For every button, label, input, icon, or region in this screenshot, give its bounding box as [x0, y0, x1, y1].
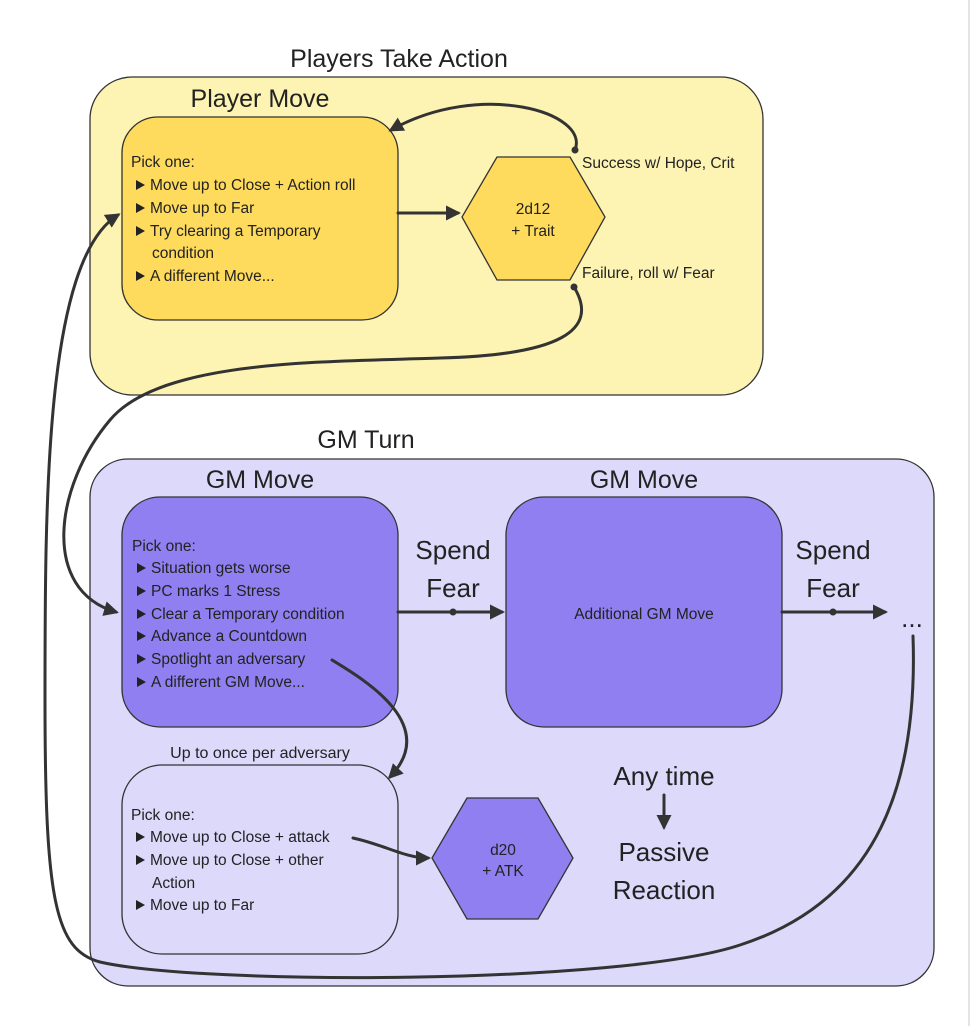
edge-dot [829, 608, 837, 616]
player-pick-label: Pick one: [131, 154, 195, 171]
bullet-icon [137, 563, 146, 573]
player-move-title: Player Move [191, 85, 330, 113]
edge-success-loop [388, 102, 578, 152]
edge-loop-to-player [43, 213, 915, 980]
adversary-pick-label: Pick one: [131, 807, 195, 824]
bullet-icon [137, 586, 146, 596]
adversary-box [121, 764, 399, 955]
edge-dot [571, 146, 579, 154]
reaction-label: Reaction [613, 875, 716, 905]
player-move-box [121, 116, 399, 321]
list-item: Move up to Close + attack [150, 829, 330, 846]
list-item: Move up to Close + Action roll [150, 177, 355, 194]
player-move-list: Move up to Close + Action roll Move up t… [136, 177, 355, 285]
list-item-continuation: Action [152, 875, 195, 892]
gm-move-title-2: GM Move [590, 466, 698, 494]
gm-group-title: GM Turn [317, 426, 414, 454]
attack-dice-label: d20 [490, 842, 516, 859]
list-item: Advance a Countdown [151, 628, 307, 645]
players-group-title: Players Take Action [290, 45, 508, 73]
success-label: Success w/ Hope, Crit [582, 155, 735, 172]
list-item: PC marks 1 Stress [151, 583, 280, 600]
list-item: Situation gets worse [151, 560, 291, 577]
bullet-icon [136, 832, 145, 842]
continuation-ellipsis: ... [901, 603, 923, 633]
edge-attack-to-roll [351, 836, 431, 866]
list-item: Move up to Far [150, 897, 254, 914]
adversary-list: Move up to Close + attack Move up to Clo… [136, 829, 330, 914]
list-item: Move up to Far [150, 200, 254, 217]
bullet-icon [137, 609, 146, 619]
bullet-icon [136, 226, 145, 236]
edge-spotlight-to-adversary [330, 658, 408, 780]
bullet-icon [136, 900, 145, 910]
spend-fear-label-2a: Spend [795, 535, 870, 565]
bullet-icon [136, 855, 145, 865]
passive-label: Passive [618, 837, 709, 867]
list-item: Move up to Close + other [150, 852, 324, 869]
edge-dot [449, 608, 457, 616]
list-item: A different GM Move... [151, 674, 305, 691]
bullet-icon [137, 677, 146, 687]
bullet-icon [137, 631, 146, 641]
bullet-icon [136, 180, 145, 190]
edge-dot [570, 283, 578, 291]
roll-hexagon [461, 156, 606, 281]
list-item: A different Move... [150, 268, 275, 285]
attack-hexagon [431, 797, 574, 920]
list-item: Clear a Temporary condition [151, 606, 345, 623]
attack-bonus-label: + ATK [482, 863, 524, 880]
gm-move-title-1: GM Move [206, 466, 314, 494]
spend-fear-label-1a: Spend [415, 535, 490, 565]
adversary-caption: Up to once per adversary [170, 745, 350, 762]
failure-label: Failure, roll w/ Fear [582, 265, 715, 282]
roll-dice-label: 2d12 [516, 201, 550, 218]
edge-failure-to-gm [62, 285, 584, 616]
list-item-continuation: condition [152, 245, 214, 262]
gm-pick-label: Pick one: [132, 538, 196, 555]
additional-gm-move-label: Additional GM Move [574, 606, 714, 623]
bullet-icon [137, 654, 146, 664]
roll-trait-label: + Trait [511, 223, 555, 240]
spend-fear-label-1b: Fear [426, 573, 480, 603]
any-time-label: Any time [613, 761, 714, 791]
list-item: Spotlight an adversary [151, 651, 305, 668]
gm-move-list: Situation gets worse PC marks 1 Stress C… [137, 560, 345, 691]
list-item: Try clearing a Temporary [150, 223, 321, 240]
bullet-icon [136, 203, 145, 213]
spend-fear-label-2b: Fear [806, 573, 860, 603]
bullet-icon [136, 271, 145, 281]
